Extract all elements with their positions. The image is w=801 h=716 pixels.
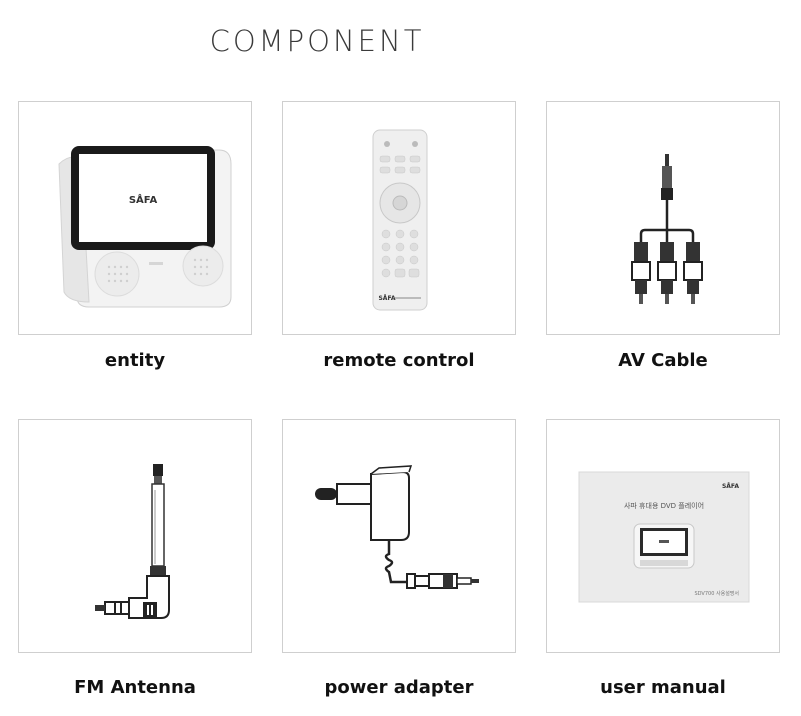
- caption-fm-antenna: FM Antenna: [74, 677, 196, 698]
- power-adapter-icon: [315, 465, 479, 589]
- caption-remote-control: remote control: [323, 350, 475, 371]
- manual-model: SDV700 사용설명서: [695, 590, 740, 597]
- remote-logo: SÅFA: [378, 295, 395, 302]
- caption-av-cable: AV Cable: [618, 350, 708, 371]
- page-title: COMPONENT: [209, 24, 425, 58]
- remote-control-icon: SÅFA: [372, 129, 428, 311]
- portable-dvd-player-icon: SÅFA: [58, 146, 232, 308]
- caption-power-adapter: power adapter: [324, 677, 474, 698]
- fm-antenna-icon: [95, 464, 170, 619]
- product-card-av-cable: [546, 101, 780, 335]
- caption-entity: entity: [104, 350, 166, 371]
- user-manual-icon: SÅFA 사파 휴대용 DVD 플레이어 SDV700 사용설명서: [578, 471, 750, 603]
- manual-title: 사파 휴대용 DVD 플레이어: [624, 501, 704, 510]
- product-card-power-adapter: [282, 419, 516, 653]
- manual-logo: SÅFA: [722, 483, 739, 490]
- product-card-fm-antenna: [18, 419, 252, 653]
- product-card-user-manual: SÅFA 사파 휴대용 DVD 플레이어 SDV700 사용설명서: [546, 419, 780, 653]
- caption-user-manual: user manual: [600, 677, 726, 698]
- product-card-entity: SÅFA: [18, 101, 252, 335]
- av-cable-icon: [631, 154, 703, 304]
- product-card-remote-control: SÅFA: [282, 101, 516, 335]
- entity-logo: SÅFA: [129, 193, 158, 206]
